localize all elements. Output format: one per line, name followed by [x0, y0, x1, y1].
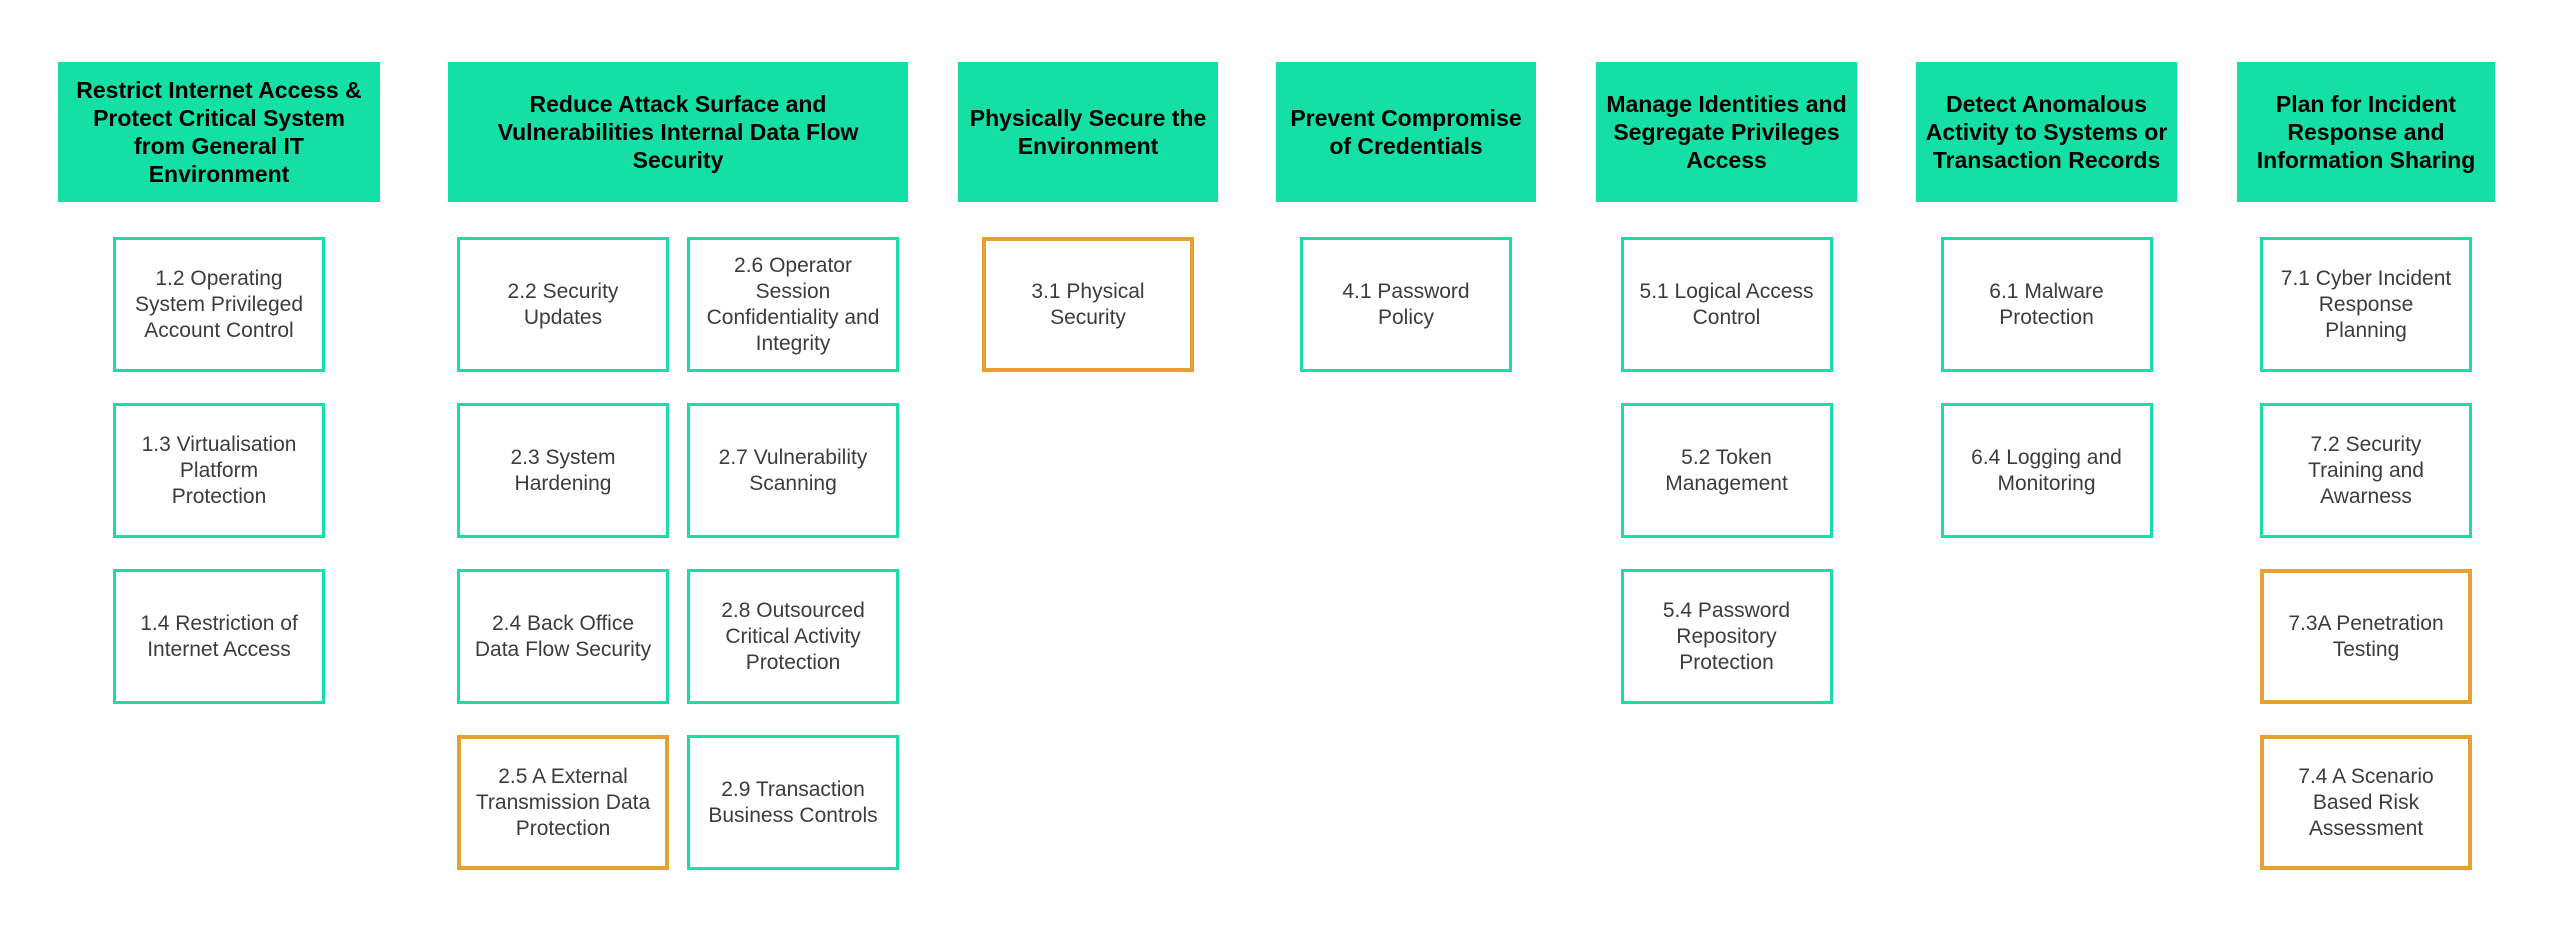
csp-controls-diagram: Restrict Internet Access & Protect Criti… [58, 62, 2495, 901]
column-1-lane-1: 1.2 Operating System Privileged Account … [58, 237, 380, 735]
objective-header-1: Restrict Internet Access & Protect Criti… [58, 62, 380, 202]
control-box-label: 7.1 Cyber Incident Response Planning [2280, 266, 2452, 342]
control-box-2-4: 2.4 Back Office Data Flow Security [457, 569, 669, 704]
objective-column-2: Reduce Attack Surface and Vulnerabilitie… [448, 62, 908, 901]
control-box-label: 1.4 Restriction of Internet Access [140, 611, 298, 661]
control-box-2-8: 2.8 Outsourced Critical Activity Protect… [687, 569, 899, 704]
column-7-lane-1: 7.1 Cyber Incident Response Planning 7.2 … [2237, 237, 2495, 901]
control-box-2-9: 2.9 Transaction Business Controls [687, 735, 899, 870]
column-2-lane-2: 2.6 Operator Session Confidentiality and… [678, 237, 908, 901]
control-box-label: 5.2 Token Management [1665, 445, 1788, 495]
objective-column-4: Prevent Compromise of Credentials 4.1 Pas… [1276, 62, 1536, 403]
control-box-7-1: 7.1 Cyber Incident Response Planning [2260, 237, 2472, 372]
column-4-lane-1: 4.1 Password Policy [1276, 237, 1536, 403]
objective-header-3: Physically Secure the Environment [958, 62, 1218, 202]
control-box-label: 7.4 A Scenario Based Risk Assessment [2298, 764, 2434, 840]
column-2-lane-1: 2.2 Security Updates 2.3 System Hardening… [448, 237, 678, 901]
control-box-6-1: 6.1 Malware Protection [1940, 237, 2153, 372]
control-box-label: 3.1 Physical Security [1031, 279, 1145, 329]
control-box-2-3: 2.3 System Hardening [457, 403, 669, 538]
control-box-5-2: 5.2 Token Management [1620, 403, 1833, 538]
control-box-2-6: 2.6 Operator Session Confidentiality and… [687, 237, 899, 372]
control-box-label: 2.7 Vulnerability Scanning [718, 445, 868, 495]
column-4-lanes: 4.1 Password Policy [1276, 237, 1536, 403]
objective-column-5: Manage Identities and Segregate Privileg… [1596, 62, 1857, 735]
control-box-label: 7.2 Security Training and Awarness [2308, 432, 2424, 508]
objective-column-7: Plan for Incident Response and Informati… [2237, 62, 2495, 901]
objective-header-6: Detect Anomalous Activity to Systems or … [1916, 62, 2177, 202]
column-2-lanes: 2.2 Security Updates 2.3 System Hardening… [448, 237, 908, 901]
control-box-2-7: 2.7 Vulnerability Scanning [687, 403, 899, 538]
objective-column-3: Physically Secure the Environment 3.1 Phy… [958, 62, 1218, 403]
control-box-label: 1.2 Operating System Privileged Account … [134, 266, 304, 342]
objective-column-6: Detect Anomalous Activity to Systems or … [1916, 62, 2177, 569]
control-box-label: 5.4 Password Repository Protection [1662, 598, 1791, 674]
control-box-7-3a: 7.3A Penetration Testing [2260, 569, 2472, 704]
control-box-5-4: 5.4 Password Repository Protection [1620, 569, 1833, 704]
control-box-label: 2.9 Transaction Business Controls [708, 777, 878, 827]
control-box-2-2: 2.2 Security Updates [457, 237, 669, 372]
control-box-1-4: 1.4 Restriction of Internet Access [113, 569, 325, 704]
control-box-label: 6.4 Logging and Monitoring [1971, 445, 2122, 495]
control-box-7-4: 7.4 A Scenario Based Risk Assessment [2260, 735, 2472, 870]
control-box-label: 4.1 Password Policy [1342, 279, 1470, 329]
control-box-label: 2.4 Back Office Data Flow Security [474, 611, 652, 661]
control-box-label: 2.2 Security Updates [507, 279, 619, 329]
control-box-1-3: 1.3 Virtualisation Platform Protection [113, 403, 325, 538]
column-3-lane-1: 3.1 Physical Security [958, 237, 1218, 403]
control-box-6-4: 6.4 Logging and Monitoring [1940, 403, 2153, 538]
control-box-label: 2.3 System Hardening [510, 445, 616, 495]
control-box-label: 5.1 Logical Access Control [1639, 279, 1814, 329]
column-3-lanes: 3.1 Physical Security [958, 237, 1218, 403]
control-box-label: 7.3A Penetration Testing [2288, 611, 2444, 661]
control-box-label: 2.6 Operator Session Confidentiality and… [706, 253, 880, 355]
objective-column-1: Restrict Internet Access & Protect Criti… [58, 62, 380, 735]
objective-header-2: Reduce Attack Surface and Vulnerabilitie… [448, 62, 908, 202]
column-6-lane-1: 6.1 Malware Protection 6.4 Logging and Mo… [1916, 237, 2177, 569]
column-6-lanes: 6.1 Malware Protection 6.4 Logging and Mo… [1916, 237, 2177, 569]
control-box-4-1: 4.1 Password Policy [1300, 237, 1512, 372]
column-5-lanes: 5.1 Logical Access Control 5.2 Token Mana… [1596, 237, 1857, 735]
control-box-1-2: 1.2 Operating System Privileged Account … [113, 237, 325, 372]
column-7-lanes: 7.1 Cyber Incident Response Planning 7.2 … [2237, 237, 2495, 901]
control-box-label: 2.8 Outsourced Critical Activity Protect… [721, 598, 865, 674]
column-5-lane-1: 5.1 Logical Access Control 5.2 Token Mana… [1596, 237, 1857, 735]
objective-header-4: Prevent Compromise of Credentials [1276, 62, 1536, 202]
control-box-label: 6.1 Malware Protection [1989, 279, 2104, 329]
control-box-label: 1.3 Virtualisation Platform Protection [141, 432, 297, 508]
control-box-5-1: 5.1 Logical Access Control [1620, 237, 1833, 372]
control-box-2-5: 2.5 A External Transmission Data Protect… [457, 735, 669, 870]
control-box-7-2: 7.2 Security Training and Awarness [2260, 403, 2472, 538]
control-box-3-1: 3.1 Physical Security [982, 237, 1194, 372]
control-box-label: 2.5 A External Transmission Data Protect… [475, 764, 651, 840]
column-1-lanes: 1.2 Operating System Privileged Account … [58, 237, 380, 735]
objective-header-7: Plan for Incident Response and Informati… [2237, 62, 2495, 202]
objective-header-5: Manage Identities and Segregate Privileg… [1596, 62, 1857, 202]
